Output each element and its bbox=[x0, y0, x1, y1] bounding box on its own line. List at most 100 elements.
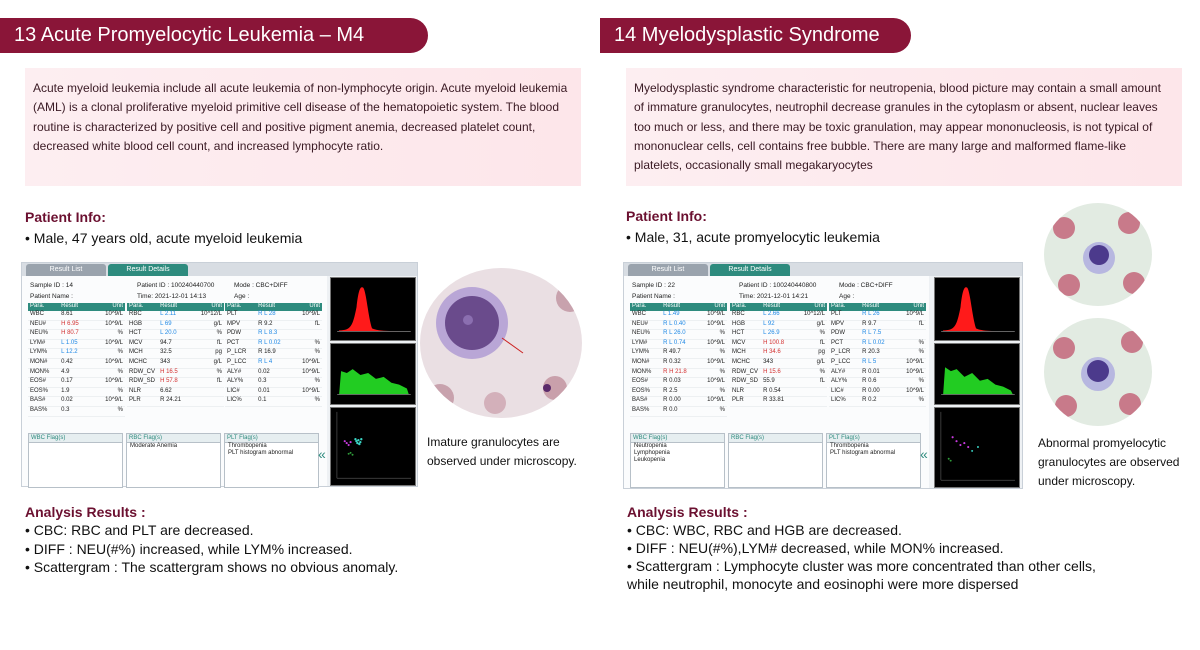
param-name: ALY% bbox=[227, 378, 244, 385]
param-unit: g/L bbox=[816, 320, 825, 327]
patient-name: Patient Name : bbox=[632, 293, 675, 300]
caption-line: Imature granulocytes are bbox=[427, 435, 560, 449]
param-row: LIC%R 0.2% bbox=[829, 397, 926, 407]
mode: Mode : CBC+DIFF bbox=[839, 282, 893, 289]
param-unit: fL bbox=[819, 339, 825, 346]
microscopy-image-right-top bbox=[1044, 203, 1152, 306]
param-unit: % bbox=[719, 330, 725, 337]
tab-result-list[interactable]: Result List bbox=[628, 264, 708, 276]
param-unit: % bbox=[719, 368, 725, 375]
param-result: H 80.7 bbox=[61, 330, 79, 337]
tab-result-details[interactable]: Result Details bbox=[108, 264, 188, 276]
param-header-cell: Para. bbox=[831, 303, 846, 309]
param-unit: g/L bbox=[213, 320, 222, 327]
plt-histogram bbox=[934, 343, 1020, 405]
collapse-chevron-icon[interactable]: « bbox=[318, 446, 326, 462]
param-result: 8.61 bbox=[61, 311, 73, 317]
plt-flag-title: PLT Flag(s) bbox=[225, 434, 318, 443]
analysis-line: • Scattergram : The scattergram shows no… bbox=[25, 559, 399, 575]
analysis-line: • CBC: RBC and PLT are decreased. bbox=[25, 522, 254, 538]
param-row: NEU%R L 26.0% bbox=[630, 330, 727, 340]
flag-boxes: WBC Flag(s) RBC Flag(s)Moderate Anemia P… bbox=[28, 433, 319, 488]
param-row: BAS%R 0.0% bbox=[630, 407, 727, 417]
sample-id: Sample ID : 14 bbox=[30, 282, 73, 289]
param-name: BAS# bbox=[30, 397, 46, 404]
param-unit: % bbox=[719, 406, 725, 413]
param-name: NEU% bbox=[30, 330, 49, 337]
param-result: R 0.01 bbox=[862, 368, 880, 375]
rbc-flag-box: RBC Flag(s) bbox=[728, 433, 823, 488]
param-result: 55.9 bbox=[763, 378, 775, 385]
param-result: R 0.0 bbox=[663, 406, 678, 413]
param-unit: 10^9/L bbox=[302, 387, 320, 394]
param-result: H 6.95 bbox=[61, 320, 79, 327]
param-unit: % bbox=[918, 397, 924, 404]
param-result: R 16.9 bbox=[258, 349, 276, 356]
param-name: HGB bbox=[732, 320, 746, 327]
param-name: PLR bbox=[129, 397, 141, 404]
param-unit bbox=[293, 330, 322, 339]
param-unit bbox=[798, 397, 827, 406]
param-name: PCT bbox=[831, 339, 843, 346]
param-unit: % bbox=[819, 368, 825, 375]
param-name: MPV bbox=[227, 320, 241, 327]
rbc-flag-box: RBC Flag(s)Moderate Anemia bbox=[126, 433, 221, 488]
result-body: Sample ID : 14 Patient ID : 100240440700… bbox=[22, 276, 327, 488]
patient-info-heading: Patient Info: bbox=[25, 209, 106, 225]
param-name: EOS% bbox=[30, 387, 49, 394]
param-name: PCT bbox=[227, 339, 239, 346]
param-unit: fL bbox=[216, 378, 222, 385]
rbc-flag-title: RBC Flag(s) bbox=[729, 434, 822, 443]
caption-line: under microscopy. bbox=[1038, 474, 1136, 488]
param-header-cell: Para. bbox=[129, 303, 144, 309]
analysis-heading: Analysis Results : bbox=[627, 504, 748, 520]
param-header-cell: Result bbox=[160, 303, 178, 309]
collapse-chevron-icon[interactable]: « bbox=[920, 446, 928, 462]
param-unit: 10^9/L bbox=[707, 378, 725, 385]
param-unit: 10^9/L bbox=[105, 339, 123, 346]
param-name: MCV bbox=[732, 339, 746, 346]
param-name: RDW_SD bbox=[129, 378, 156, 385]
patient-info: • Male, 47 years old, acute myeloid leuk… bbox=[25, 230, 303, 246]
analysis-line: while neutrophil, monocyte and eosinophi… bbox=[627, 576, 1019, 592]
param-unit: 10^9/L bbox=[707, 320, 725, 327]
param-unit: 10^9/L bbox=[906, 387, 924, 394]
tab-result-details[interactable]: Result Details bbox=[710, 264, 790, 276]
param-name: RBC bbox=[129, 311, 142, 317]
param-result: 0.17 bbox=[61, 378, 73, 385]
analysis-line: • DIFF : NEU(#%) increased, while LYM% i… bbox=[25, 541, 353, 557]
param-result: R L 7.5 bbox=[862, 330, 882, 337]
param-name: MCH bbox=[732, 349, 746, 356]
flag-item: Thrombopenia bbox=[830, 443, 869, 449]
param-name: LYM# bbox=[30, 339, 46, 346]
param-name: ALY% bbox=[831, 378, 848, 385]
param-result: R 0.32 bbox=[663, 358, 681, 365]
microscopy-caption-left: Imature granulocytes are observed under … bbox=[427, 433, 577, 471]
result-tabs: Result List Result Details bbox=[22, 263, 417, 276]
param-header-cell: Result bbox=[862, 303, 880, 309]
param-unit: % bbox=[314, 397, 320, 404]
param-result: 0.3 bbox=[258, 378, 267, 385]
scattergram bbox=[934, 407, 1020, 488]
param-result: R 0.03 bbox=[663, 378, 681, 385]
param-row: EOS%1.9% bbox=[28, 388, 125, 398]
param-name: P_LCR bbox=[227, 349, 247, 356]
tab-result-list[interactable]: Result List bbox=[26, 264, 106, 276]
param-result: R H 21.8 bbox=[663, 368, 687, 375]
param-result: H 57.8 bbox=[160, 378, 178, 385]
